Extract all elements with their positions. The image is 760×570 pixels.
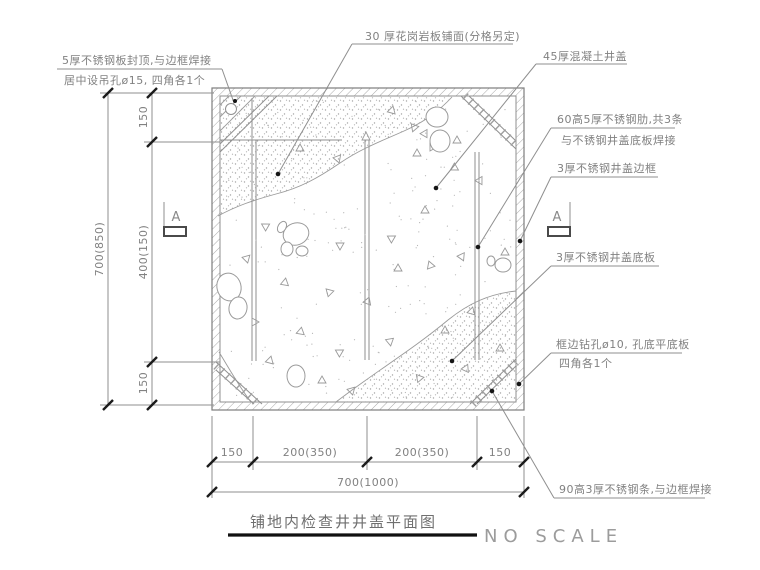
section-letter-right: A xyxy=(553,210,562,225)
annotation-texts: 5厚不锈钢板封顶,与边框焊接 居中设吊孔ø15, 四角各1个 30 厚花岗岩板铺… xyxy=(62,29,712,496)
dimension-left: 700(850) 150 400(150) 150 xyxy=(93,87,220,411)
title-block: 铺地内检查井井盖平面图 NO SCALE xyxy=(228,513,623,547)
granite-paving-region xyxy=(220,96,516,402)
label-steel-top-plate: 5厚不锈钢板封顶,与边框焊接 xyxy=(62,53,212,67)
dim-left-mid: 400(150) xyxy=(137,225,150,280)
section-letter-left: A xyxy=(172,210,181,225)
label-granite-paving: 30 厚花岗岩板铺面(分格另定) xyxy=(365,29,520,43)
lifting-hole xyxy=(225,103,237,115)
dim-bottom-seg2: 200(350) xyxy=(283,446,338,459)
aggregate-texture xyxy=(216,100,512,398)
label-rib-line1: 60高5厚不锈钢肋,共3条 xyxy=(557,112,683,126)
corner-detail-bottom-left xyxy=(213,361,263,407)
scale-note: NO SCALE xyxy=(484,526,623,547)
dim-bottom-seg4: 150 xyxy=(489,446,512,459)
dimension-bottom: 150 200(350) 200(350) 150 700(1000) xyxy=(206,416,530,498)
label-concrete-cover: 45厚混凝土井盖 xyxy=(543,49,627,63)
label-lifting-hole: 居中设吊孔ø15, 四角各1个 xyxy=(64,73,205,87)
drawing-title: 铺地内检查井井盖平面图 xyxy=(250,513,437,531)
section-marker-right: A xyxy=(547,202,571,237)
label-rib-line2: 与不锈钢井盖底板焊接 xyxy=(561,133,676,147)
rib-top-marker xyxy=(361,130,371,141)
label-drill-line1: 框边钻孔ø10, 孔底平底板 xyxy=(556,337,690,351)
corner-detail-bottom-right xyxy=(469,358,519,407)
dim-left-top: 150 xyxy=(137,106,150,129)
dim-bottom-seg1: 150 xyxy=(221,446,244,459)
dim-bottom-overall: 700(1000) xyxy=(337,476,399,489)
dim-left-overall: 700(850) xyxy=(93,222,106,277)
leader-lines xyxy=(57,43,705,499)
dim-left-bottom: 150 xyxy=(137,372,150,395)
label-cover-frame: 3厚不锈钢井盖边框 xyxy=(557,161,657,175)
section-marker-left: A xyxy=(163,202,187,237)
label-steel-strip: 90高3厚不锈钢条,与边框焊接 xyxy=(559,482,712,496)
dim-bottom-seg3: 200(350) xyxy=(395,446,450,459)
label-cover-bottom-plate: 3厚不锈钢井盖底板 xyxy=(556,250,656,264)
label-drill-line2: 四角各1个 xyxy=(559,356,613,370)
corner-detail-top-left xyxy=(219,95,278,153)
